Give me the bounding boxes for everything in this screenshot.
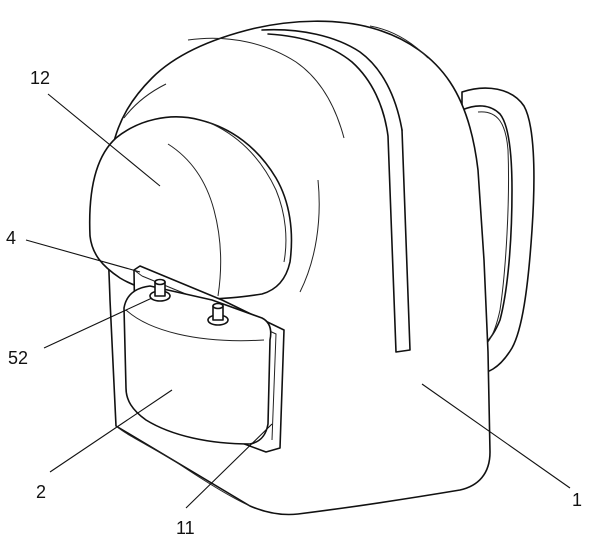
leader-lines (25, 93, 571, 509)
leader-1 (421, 383, 571, 489)
label-11: 11 (176, 518, 195, 538)
label-52: 52 (8, 348, 28, 368)
leader-12 (47, 93, 161, 187)
label-12: 12 (30, 68, 50, 88)
terminal-right (207, 302, 229, 326)
terminal-left (149, 278, 171, 302)
label-1: 1 (572, 490, 582, 510)
leader-52 (43, 297, 153, 349)
container (123, 285, 272, 445)
leader-11 (185, 423, 273, 509)
label-4: 4 (6, 228, 16, 248)
leader-2 (49, 389, 173, 473)
label-2: 2 (36, 482, 46, 502)
leader-4 (25, 239, 141, 273)
